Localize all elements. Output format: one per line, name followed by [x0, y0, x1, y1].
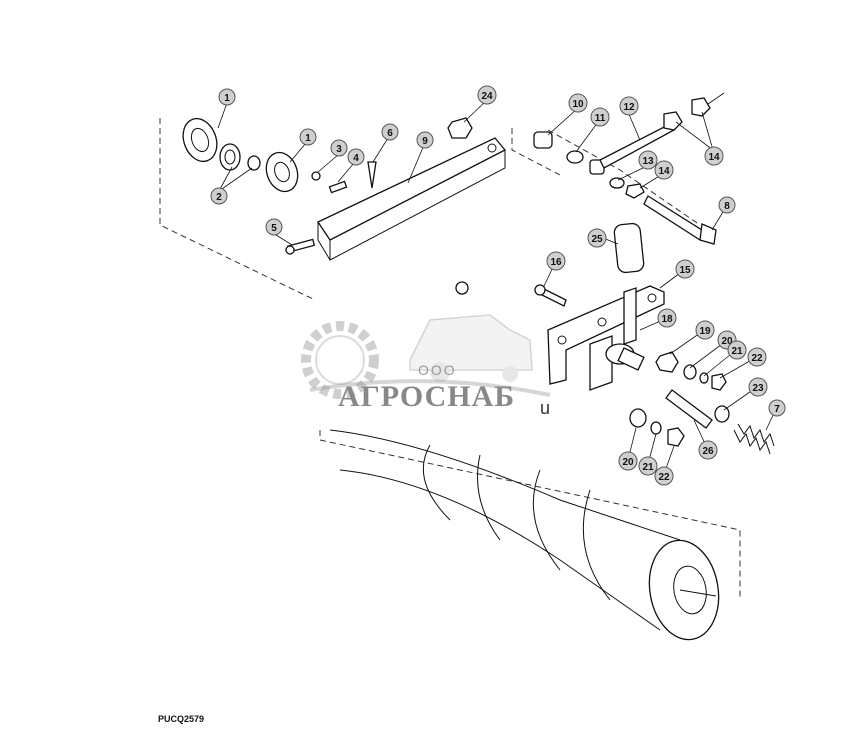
- svg-text:1: 1: [224, 93, 230, 104]
- svg-text:21: 21: [731, 346, 743, 357]
- washer-nut-set-lower: [629, 408, 685, 447]
- watermark-suffix: u: [540, 398, 551, 418]
- callout-21a: 21: [727, 340, 747, 360]
- callout-13: 13: [638, 150, 658, 170]
- svg-text:18: 18: [661, 314, 673, 325]
- callout-19: 19: [695, 320, 715, 340]
- svg-text:1: 1: [305, 133, 311, 144]
- gear-icon: [301, 321, 379, 399]
- svg-text:2: 2: [216, 192, 222, 203]
- bolt-5: [285, 238, 316, 255]
- flange-plate-left: [182, 117, 218, 163]
- callout-21b: 21: [638, 456, 658, 476]
- svg-text:26: 26: [702, 446, 714, 457]
- svg-text:7: 7: [774, 404, 780, 415]
- bracket-plate: [547, 285, 665, 385]
- svg-text:5: 5: [271, 223, 277, 234]
- bushing-washers-bolt: [533, 97, 711, 199]
- callout-25: 25: [587, 228, 607, 248]
- figure-reference-code: PUCQ2579: [158, 714, 205, 724]
- callout-26: 26: [698, 440, 718, 460]
- svg-text:6: 6: [387, 128, 393, 139]
- svg-text:21: 21: [642, 462, 654, 473]
- svg-text:16: 16: [550, 257, 562, 268]
- svg-text:22: 22: [751, 353, 763, 364]
- svg-text:24: 24: [481, 91, 493, 102]
- pin-26: [665, 389, 713, 429]
- callout-5: 5: [265, 218, 283, 236]
- callout-22b: 22: [654, 466, 674, 486]
- nut-24: [447, 117, 473, 139]
- assembly-dashed-lines: [159, 118, 741, 600]
- svg-text:15: 15: [679, 265, 691, 276]
- flange-plate-right: [265, 151, 299, 193]
- svg-text:20: 20: [721, 336, 733, 347]
- callout-10: 10: [568, 93, 588, 113]
- callout-12: 12: [619, 96, 639, 116]
- svg-text:19: 19: [699, 326, 711, 337]
- callout-15: 15: [675, 259, 695, 279]
- svg-text:12: 12: [623, 102, 635, 113]
- callout-8: 8: [718, 196, 736, 214]
- svg-text:20: 20: [622, 457, 634, 468]
- svg-text:14: 14: [708, 152, 720, 163]
- pivot-bracket: [589, 335, 645, 391]
- callout-6: 6: [381, 123, 399, 141]
- arm-bar: [317, 137, 507, 261]
- svg-text:13: 13: [642, 156, 654, 167]
- washer-nut-set-upper: [655, 351, 727, 391]
- svg-text:14: 14: [658, 166, 670, 177]
- svg-text:9: 9: [422, 136, 428, 147]
- callout-9: 9: [416, 131, 434, 149]
- cotter-pin: [367, 161, 377, 189]
- svg-text:22: 22: [658, 472, 670, 483]
- callout-20b: 20: [618, 451, 638, 471]
- callout-14a: 14: [704, 146, 724, 166]
- callout-4: 4: [347, 148, 365, 166]
- bolt-16: [455, 281, 567, 307]
- leader-lines: [217, 92, 777, 475]
- callout-18: 18: [657, 308, 677, 328]
- callout-7: 7: [768, 399, 786, 417]
- swoosh: [309, 379, 551, 397]
- hardware-3-4: [311, 171, 348, 194]
- roller: [329, 429, 720, 641]
- callout-1a: 1: [218, 88, 236, 106]
- watermark-company: ООО: [418, 362, 457, 378]
- bolt-8: [643, 195, 717, 245]
- combine-harvester-icon: [409, 314, 533, 382]
- svg-text:3: 3: [336, 144, 342, 155]
- callout-16: 16: [546, 251, 566, 271]
- callout-14b: 14: [654, 160, 674, 180]
- svg-text:10: 10: [572, 99, 584, 110]
- svg-text:11: 11: [595, 113, 606, 124]
- callout-3: 3: [330, 139, 348, 157]
- svg-text:23: 23: [752, 383, 764, 394]
- callout-11: 11: [590, 107, 610, 127]
- washer-23: [714, 405, 730, 423]
- watermark-brand: АГРОСНАБ: [338, 380, 516, 413]
- callout-1b: 1: [299, 128, 317, 146]
- svg-text:25: 25: [591, 234, 603, 245]
- callout-23: 23: [748, 377, 768, 397]
- callout-22a: 22: [747, 347, 767, 367]
- bearing: [219, 143, 261, 171]
- callout-2: 2: [210, 187, 228, 205]
- svg-text:4: 4: [353, 153, 359, 164]
- callout-24: 24: [477, 85, 497, 105]
- watermark-logo: [301, 314, 551, 399]
- spring: [733, 423, 775, 455]
- pad-25: [613, 222, 645, 274]
- svg-text:8: 8: [724, 201, 730, 212]
